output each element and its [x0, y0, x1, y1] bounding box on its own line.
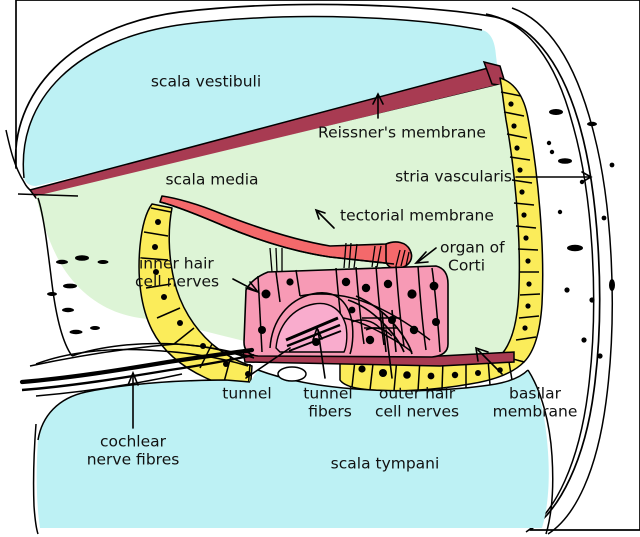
label-tunnel-fibers-line2: fibers	[308, 403, 352, 421]
scala-tympani-upper-right-border	[257, 369, 529, 392]
arrowhead-basilar	[475, 346, 489, 362]
corti-cell-nuclei	[258, 277, 440, 346]
cochlear-nerve-sheath-bottom	[35, 373, 183, 397]
organ-of-corti-body	[243, 265, 449, 358]
label-text-group: scala vestibuli scala media Reissner's m…	[87, 73, 578, 473]
scala-tympani-upper-left-border	[37, 379, 251, 441]
label-organ-of-corti-line2: Corti	[448, 257, 485, 275]
leader-lines-group	[127, 92, 593, 429]
limbus-top-edge	[17, 193, 79, 197]
label-scala-tympani: scala tympani	[331, 455, 440, 473]
label-cochlear-nerve-line1: cochlear	[100, 433, 167, 451]
leader-basilar	[477, 349, 503, 375]
label-inner-hair-line2: cell nerves	[135, 273, 219, 291]
label-inner-hair-line1: inner hair	[139, 255, 214, 273]
arrowhead-reissners	[372, 92, 384, 105]
leader-inner-hair	[232, 278, 257, 292]
leader-tectorial	[317, 211, 335, 229]
leader-organ-corti	[417, 247, 437, 263]
scala-vestibuli-region	[5, 15, 499, 194]
label-stria-vascularis: stria vascularis	[395, 168, 512, 186]
scala-tympani-left-border	[32, 423, 39, 535]
stria-cell-divisions	[500, 91, 541, 341]
bone-upper-right-mass	[14, 0, 640, 531]
arrowhead-cochlear-nerve	[127, 370, 139, 386]
limbus-left-contour	[37, 197, 73, 357]
scala-tympani-region	[32, 366, 554, 535]
arrowhead-tunnel-fibers	[312, 325, 323, 341]
bone-outer-contour	[511, 7, 613, 535]
label-tectorial-membrane: tectorial membrane	[340, 207, 494, 225]
tectorial-lower-edge	[159, 201, 395, 265]
leader-tunnel	[245, 347, 291, 379]
arrowhead-organ-corti	[414, 251, 429, 264]
stria-cell-nuclei	[508, 101, 532, 331]
cochlear-nerve-sheath-top	[29, 343, 177, 367]
label-scala-media: scala media	[165, 171, 258, 189]
scala-tympani-right-border	[527, 369, 554, 535]
stereocilia-bundles	[269, 242, 410, 273]
bony-labyrinth-shell	[14, 0, 640, 535]
bone-lacunae-marks	[546, 109, 615, 359]
cochlear-nerve-band-lower	[21, 353, 255, 392]
scala-vestibuli-fill	[23, 16, 499, 186]
blood-vessel-oval-1	[277, 366, 307, 382]
cochlear-nerve-sheath-join	[175, 343, 255, 359]
label-basilar-line2: membrane	[493, 403, 578, 421]
label-tunnel: tunnel	[222, 385, 271, 403]
label-organ-of-corti-line1: organ of	[440, 239, 505, 257]
leader-outer-hair	[385, 329, 393, 379]
stria-vascularis-cells	[499, 77, 544, 363]
tunnel-of-corti	[275, 302, 348, 353]
limbus-lower-contour	[35, 348, 249, 367]
leader-tunnel-fibers	[317, 329, 326, 379]
scala-tympani-fill	[36, 370, 549, 528]
cochlear-nerve-band-upper	[19, 347, 255, 385]
label-reissners-membrane: Reissner's membrane	[318, 124, 486, 142]
cochlear-nerve-bundle	[19, 343, 255, 397]
scala-vestibuli-upper-border	[22, 15, 483, 179]
spiral-limbus-fiber-marks	[47, 255, 109, 335]
label-scala-vestibuli: scala vestibuli	[151, 73, 261, 91]
arrowhead-tectorial	[314, 208, 326, 220]
label-cochlear-nerve-line2: nerve fibres	[87, 451, 180, 469]
tectorial-membrane-shape	[159, 195, 413, 270]
arrowhead-stria	[581, 171, 593, 183]
arrowhead-inner-hair	[245, 281, 261, 294]
label-basilar-line1: basilar	[509, 385, 562, 403]
outer-sulcus-nuclei	[358, 365, 503, 380]
bone-inner-contour	[485, 13, 595, 533]
inner-sulcus-nuclei	[152, 219, 251, 377]
label-outer-hair-line2: cell nerves	[375, 403, 459, 421]
outer-hair-cell-nerve-paths	[347, 295, 413, 355]
label-tunnel-fibers-line1: tunnel	[303, 385, 352, 403]
label-outer-hair-line1: outer hair	[379, 385, 456, 403]
